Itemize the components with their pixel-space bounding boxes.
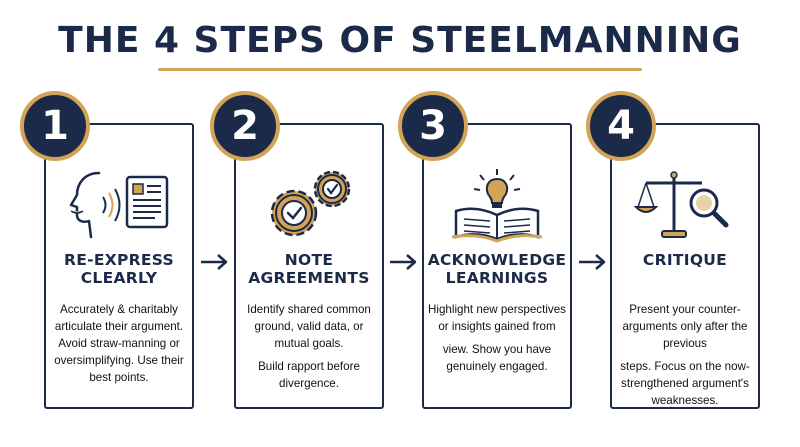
speaking-head-document-icon bbox=[46, 165, 192, 245]
book-lightbulb-icon bbox=[424, 165, 570, 245]
step-card-4: CRITIQUE Present your counter-arguments … bbox=[610, 123, 760, 409]
step-body-2-text-b: Build rapport before divergence. bbox=[258, 360, 360, 390]
step-body-2: Identify shared common ground, valid dat… bbox=[240, 301, 378, 398]
step-card-3: ACKNOWLEDGE LEARNINGS Highlight new pers… bbox=[422, 123, 572, 409]
step-number-badge-4: 4 bbox=[586, 91, 656, 161]
step-body-4-text-a: Present your counter-arguments only afte… bbox=[622, 303, 748, 350]
arrow-right-icon bbox=[579, 254, 606, 270]
arrow-right-icon bbox=[390, 254, 417, 270]
step-card-2: NOTE AGREEMENTS Identify shared common g… bbox=[234, 123, 384, 409]
arrow-right-icon bbox=[201, 254, 228, 270]
step-number-badge-1: 1 bbox=[20, 91, 90, 161]
step-number-badge-3: 3 bbox=[398, 91, 468, 161]
scale-magnifier-icon bbox=[612, 165, 758, 245]
step-title-1: RE-EXPRESS CLEARLY bbox=[63, 251, 174, 287]
step-number-badge-2: 2 bbox=[210, 91, 280, 161]
step-body-1-text: Accurately & charitably articulate their… bbox=[54, 303, 184, 384]
gears-checkmark-icon bbox=[236, 165, 382, 245]
step-body-2-text-a: Identify shared common ground, valid dat… bbox=[247, 303, 371, 350]
step-body-4: Present your counter-arguments only afte… bbox=[616, 301, 754, 415]
step-body-3: Highlight new perspectives or insights g… bbox=[428, 301, 566, 381]
step-body-3-text-b: view. Show you have genuinely engaged. bbox=[442, 343, 552, 373]
step-title-4: CRITIQUE bbox=[642, 251, 728, 269]
page-title: THE 4 STEPS OF STEELMANNING bbox=[58, 20, 742, 61]
title-underline bbox=[158, 68, 642, 71]
step-body-4-text-b: steps. Focus on the now-strengthened arg… bbox=[620, 360, 750, 407]
step-title-3: ACKNOWLEDGE LEARNINGS bbox=[427, 251, 567, 287]
step-body-1: Accurately & charitably articulate their… bbox=[50, 301, 188, 392]
step-title-2: NOTE AGREEMENTS bbox=[248, 251, 370, 287]
step-body-3-text-a: Highlight new perspectives or insights g… bbox=[428, 303, 566, 333]
step-card-1: RE-EXPRESS CLEARLY Accurately & charitab… bbox=[44, 123, 194, 409]
